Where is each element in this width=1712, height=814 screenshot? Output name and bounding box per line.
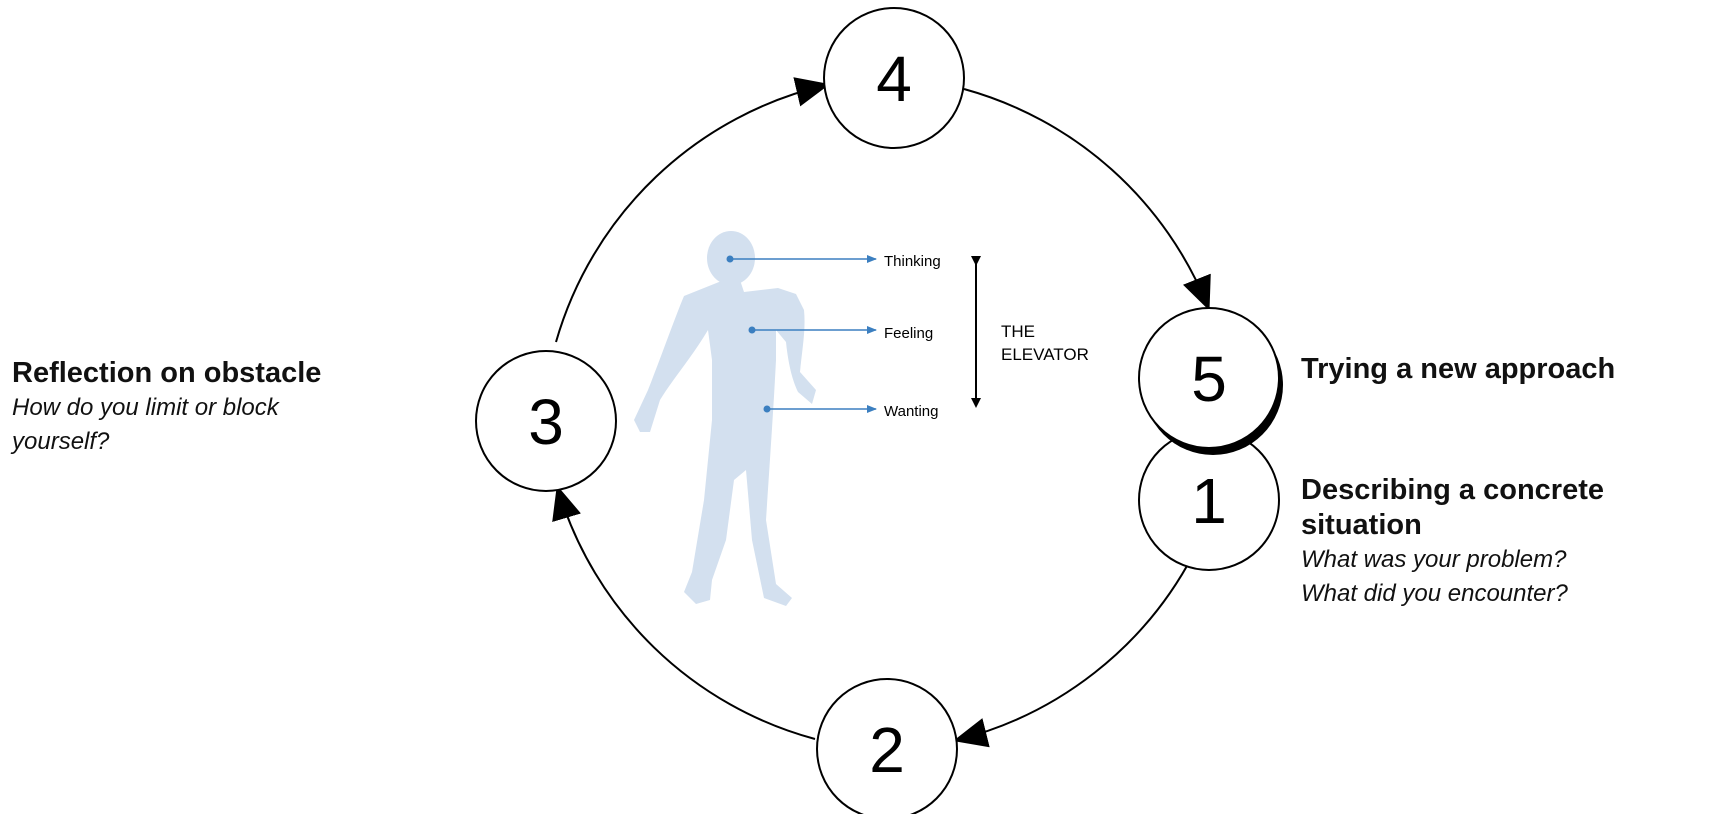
connector-2-to-3 xyxy=(552,485,816,740)
connector-1-to-2 xyxy=(953,554,1194,748)
step-number-4: 4 xyxy=(876,43,912,115)
level-label-thinking: Thinking xyxy=(884,253,941,270)
step-number-2: 2 xyxy=(869,714,905,786)
human-silhouette xyxy=(634,231,816,606)
callout-step-3: Reflection on obstacle How do you limit … xyxy=(12,356,412,459)
step-number-5: 5 xyxy=(1191,343,1227,415)
connector-3-to-4 xyxy=(555,77,830,343)
step-3-question: How do you limit or block yourself? xyxy=(12,394,279,455)
step-number-1: 1 xyxy=(1191,465,1227,537)
thinking-dot xyxy=(726,255,734,263)
step-node-2: 2 xyxy=(816,678,958,814)
step-node-5: 5 xyxy=(1138,307,1283,455)
connector-4-to-5 xyxy=(963,88,1211,311)
step-node-1: 1 xyxy=(1138,429,1280,571)
level-pointer-dots xyxy=(726,255,771,413)
callout-step-1: Describing a concrete situation What was… xyxy=(1301,473,1701,611)
level-label-feeling: Feeling xyxy=(884,325,933,342)
elevator-label-line-2: ELEVATOR xyxy=(1001,345,1089,364)
step-node-4: 4 xyxy=(823,7,965,149)
callout-step-5: Trying a new approach xyxy=(1301,352,1701,387)
level-label-wanting: Wanting xyxy=(884,403,938,420)
step-1-title: Describing a concrete situation xyxy=(1301,474,1604,541)
wanting-dot xyxy=(763,405,771,413)
elevator-figure: Thinking Feeling Wanting THE ELEVATOR xyxy=(634,231,1089,606)
step-5-title: Trying a new approach xyxy=(1301,353,1616,385)
step-1-question-1: What was your problem? xyxy=(1301,546,1567,573)
step-1-question-2: What did you encounter? xyxy=(1301,580,1568,607)
level-pointers xyxy=(730,255,877,413)
step-1-questions: What was your problem? What did you enco… xyxy=(1301,543,1701,611)
cycle-connectors xyxy=(552,77,1211,748)
step-3-title: Reflection on obstacle xyxy=(12,357,322,389)
step-number-3: 3 xyxy=(528,386,564,458)
elevator-label-line-1: THE xyxy=(1001,322,1035,341)
feeling-dot xyxy=(748,326,756,334)
step-node-3: 3 xyxy=(475,350,617,492)
